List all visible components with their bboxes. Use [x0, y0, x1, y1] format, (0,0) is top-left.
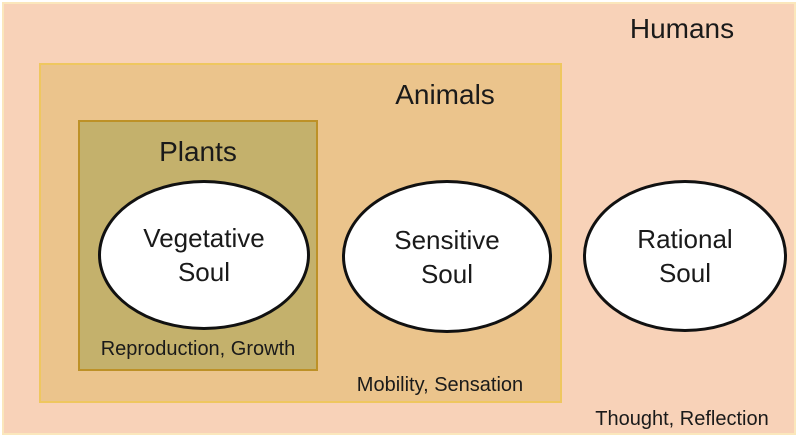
humans-label: Humans [629, 13, 735, 44]
plants-caption: Reproduction, Growth [100, 338, 296, 360]
rational-soul-label-line1: Rational [637, 224, 733, 254]
animals-caption: Mobility, Sensation [356, 374, 524, 396]
rational-soul-ellipse: Rational Soul [583, 180, 787, 332]
plants-label: Plants [159, 136, 237, 167]
humans-caption: Thought, Reflection [595, 408, 769, 430]
animals-label: Animals [395, 79, 495, 110]
vegetative-soul-label-line1: Vegetative [143, 223, 265, 253]
sensitive-soul-label-line2: Soul [420, 258, 474, 289]
sensitive-soul-ellipse: Sensitive Soul [342, 180, 552, 333]
sensitive-soul-label-line1: Sensitive [394, 224, 500, 255]
vegetative-soul-ellipse: Vegetative Soul [98, 180, 310, 330]
rational-soul-label-line2: Soul [658, 258, 712, 288]
vegetative-soul-label-line2: Soul [177, 257, 231, 287]
